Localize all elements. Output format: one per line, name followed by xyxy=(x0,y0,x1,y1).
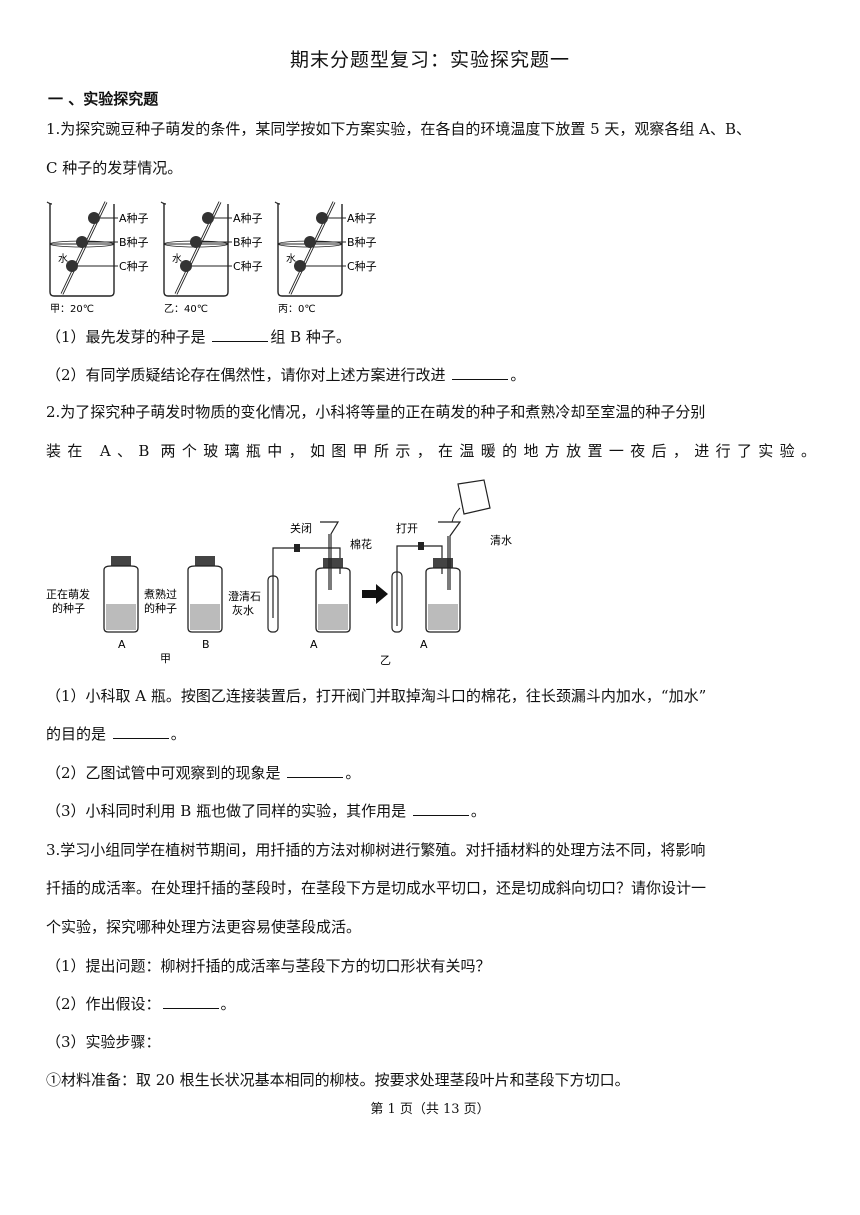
answer-blank[interactable] xyxy=(412,801,469,816)
svg-text:B: B xyxy=(202,638,210,651)
seed-a-label: A种子 xyxy=(233,211,263,225)
q3-sub3: （3）实验步骤： xyxy=(46,1033,161,1051)
q2-line1: 2.为了探究种子萌发时物质的变化情况，小科将等量的正在萌发的种子和煮熟冷却至室温… xyxy=(46,403,706,421)
q2-sub1-line2: 的目的是 。 xyxy=(46,724,186,743)
answer-blank[interactable] xyxy=(212,327,269,342)
answer-blank[interactable] xyxy=(287,763,344,778)
water-label: 水 xyxy=(58,253,68,265)
water-label: 水 xyxy=(172,253,182,265)
setup-open xyxy=(391,479,491,633)
svg-text:A: A xyxy=(118,638,126,651)
answer-blank[interactable] xyxy=(162,994,219,1009)
svg-text:棉花: 棉花 xyxy=(350,537,372,551)
svg-text:的种子: 的种子 xyxy=(52,601,85,615)
bottle-a-jia xyxy=(103,556,139,633)
beaker-jia: 水 A种子 B种子 C种子 甲：20℃ xyxy=(46,201,149,315)
seed-b-label: B种子 xyxy=(233,235,263,249)
q2-figure-apparatus: 正在萌发 的种子 煮熟过 的种子 A B 甲 关闭 棉花 澄清石 灰水 A 打开… xyxy=(46,479,512,667)
svg-text:清水: 清水 xyxy=(490,534,512,547)
seed-c-label: C种子 xyxy=(347,259,377,273)
bottle-b-jia xyxy=(187,556,223,633)
q2-sub3: （3）小科同时利用 B 瓶也做了同样的实验，其作用是 。 xyxy=(46,801,486,820)
svg-text:的种子: 的种子 xyxy=(144,601,177,615)
svg-text:正在萌发: 正在萌发 xyxy=(46,587,90,601)
q2-sub1-line1: （1）小科取 A 瓶。按图乙连接装置后，打开阀门并取掉淘斗口的棉花，往长颈漏斗内… xyxy=(46,687,707,705)
q2-sub2: （2）乙图试管中可观察到的现象是 。 xyxy=(46,763,361,782)
q3-line1: 3.学习小组同学在植树节期间，用扦插的方法对柳树进行繁殖。对扦插材料的处理方法不… xyxy=(46,841,706,859)
q3-sub1: （1）提出问题：柳树扦插的成活率与茎段下方的切口形状有关吗？ xyxy=(46,957,491,975)
svg-text:甲: 甲 xyxy=(160,652,171,665)
svg-text:打开: 打开 xyxy=(396,521,418,535)
q3-line3: 个实验，探究哪种处理方法更容易使茎段成活。 xyxy=(46,918,362,936)
seed-a-label: A种子 xyxy=(347,211,377,225)
answer-blank[interactable] xyxy=(452,365,509,380)
q1-line2: C 种子的发芽情况。 xyxy=(46,159,183,177)
q2-line2: 装在 A、B 两个玻璃瓶中，如图甲所示，在温暖的地方放置一夜后，进行了实验。 xyxy=(46,442,816,460)
svg-text:A: A xyxy=(310,638,318,651)
svg-text:灰水: 灰水 xyxy=(232,603,254,617)
q3-line2: 扦插的成活率。在处理扦插的茎段时，在茎段下方是切成水平切口，还是切成斜向切口？请… xyxy=(46,879,707,897)
q1-figure-beakers: 水 A种子 B种子 C种子 甲：20℃ 水 A种子 B种子 C种子 乙：40℃ … xyxy=(46,201,377,315)
q1-line1: 1.为探究豌豆种子萌发的条件，某同学按如下方案实验，在各自的环境温度下放置 5 … xyxy=(46,120,752,138)
seed-c-label: C种子 xyxy=(119,259,149,273)
svg-text:乙: 乙 xyxy=(380,654,391,667)
svg-text:澄清石: 澄清石 xyxy=(228,589,261,603)
condition-yi: 乙：40℃ xyxy=(164,303,208,315)
q1-sub1: （1）最先发芽的种子是 组 B 种子。 xyxy=(46,327,351,346)
right-arrow-icon xyxy=(362,584,388,604)
seed-c-label: C种子 xyxy=(233,259,263,273)
condition-jia: 甲：20℃ xyxy=(50,304,94,315)
beaker-yi: 水 A种子 B种子 C种子 乙：40℃ xyxy=(160,201,263,315)
setup-closed xyxy=(267,521,351,633)
beaker-bing: 水 A种子 B种子 C种子 丙：0℃ xyxy=(274,201,377,315)
svg-text:关闭: 关闭 xyxy=(290,521,312,535)
seed-b-label: B种子 xyxy=(119,235,149,249)
page-footer: 第 1 页（共 13 页） xyxy=(370,1102,490,1117)
page-title: 期末分题型复习：实验探究题一 xyxy=(289,49,570,71)
svg-text:A: A xyxy=(420,638,428,651)
q3-sub4: ①材料准备：取 20 根生长状况基本相同的柳枝。按要求处理茎段叶片和茎段下方切口… xyxy=(46,1071,630,1089)
svg-text:煮熟过: 煮熟过 xyxy=(144,587,177,601)
q1-sub2: （2）有同学质疑结论存在偶然性，请你对上述方案进行改进 。 xyxy=(46,365,526,384)
section-heading: 一 、实验探究题 xyxy=(48,90,159,108)
water-label: 水 xyxy=(286,253,296,265)
seed-a-label: A种子 xyxy=(119,211,149,225)
q3-sub2: （2）作出假设：。 xyxy=(46,994,236,1013)
seed-b-label: B种子 xyxy=(347,235,377,249)
answer-blank[interactable] xyxy=(112,724,169,739)
condition-bing: 丙：0℃ xyxy=(278,304,316,315)
